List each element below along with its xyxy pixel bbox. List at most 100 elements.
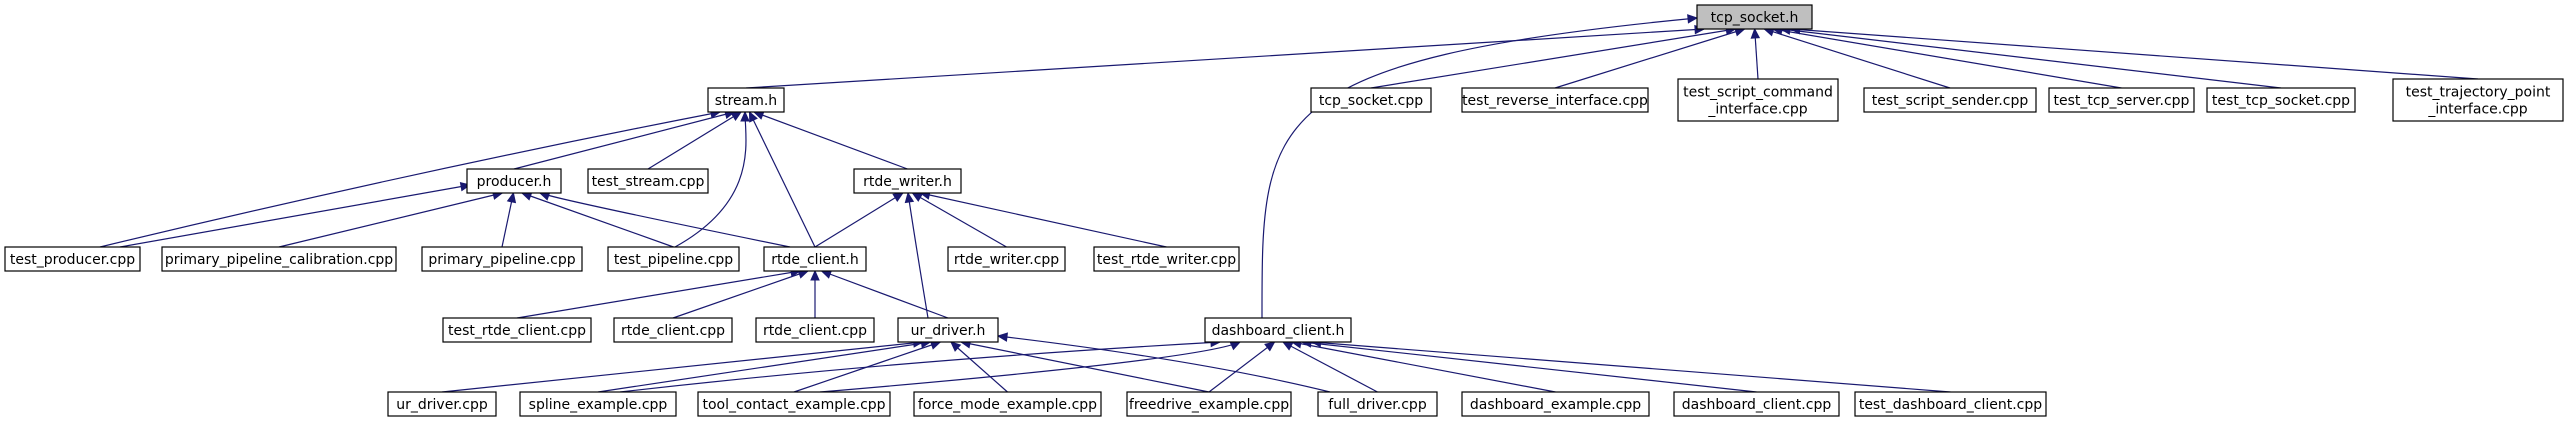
edge-line (907, 192, 929, 319)
edge-test_script_sender_cpp-to-tcp_socket_h (1763, 27, 1951, 89)
node-box (1126, 391, 1292, 417)
node-tcp-socket-h[interactable]: tcp_socket.h (1696, 4, 1813, 30)
node-spline-example-cpp[interactable]: spline_example.cpp (519, 391, 677, 417)
edge-line (1282, 341, 1378, 393)
node-test-rtde-client-cpp[interactable]: test_rtde_client.cpp (442, 317, 592, 343)
node-box (1863, 87, 2037, 113)
node-test-trajectory-point-interface-cpp[interactable]: test_trajectory_point_interface.cpp (2392, 78, 2564, 122)
node-ur-driver-cpp[interactable]: ur_driver.cpp (387, 391, 497, 417)
node-rtde-writer-cpp[interactable]: rtde_writer.cpp (947, 246, 1066, 272)
node-label: full_driver.cpp (1328, 397, 1427, 413)
arrowhead-icon (810, 269, 820, 281)
node-label: test_tcp_socket.cpp (2212, 93, 2350, 109)
node-tool-contact-example-cpp[interactable]: tool_contact_example.cpp (697, 391, 891, 417)
node-box (853, 168, 962, 194)
node-test-rtde-writer-cpp[interactable]: test_rtde_writer.cpp (1093, 246, 1240, 272)
edge-line (814, 192, 904, 248)
edge-primary_pipeline_cpp-to-producer_h (501, 191, 517, 248)
node-test-pipeline-cpp[interactable]: test_pipeline.cpp (607, 246, 740, 272)
node-box (897, 317, 999, 343)
node-label: _interface.cpp (2427, 102, 2527, 118)
edge-force_mode_example_cpp-to-ur_driver_h (950, 341, 1008, 393)
edge-line (912, 192, 1007, 248)
edge-line (1780, 28, 2282, 89)
node-rtde-client-cpp2[interactable]: rtde_client.cpp (755, 317, 875, 343)
nodes-layer: tcp_socket.h stream.h tcp_socket.cpp test_r… (4, 4, 2564, 417)
node-primary-pipeline-calibration-cpp[interactable]: primary_pipeline_calibration.cpp (161, 246, 397, 272)
node-force-mode-example-cpp[interactable]: force_mode_example.cpp (913, 391, 1102, 417)
node-test-script-command-interface-cpp[interactable]: test_script_command_interface.cpp (1677, 78, 1839, 122)
edge-test_pipeline_cpp-to-producer_h (520, 191, 674, 248)
node-test-tcp-socket-cpp[interactable]: test_tcp_socket.cpp (2206, 87, 2356, 113)
node-label: test_script_command (1683, 85, 1833, 101)
edge-line (539, 192, 791, 248)
node-label: test_producer.cpp (10, 252, 135, 268)
node-label: test_pipeline.cpp (614, 252, 733, 268)
node-dashboard-example-cpp[interactable]: dashboard_example.cpp (1461, 391, 1650, 417)
node-box (161, 246, 397, 272)
node-box (1317, 391, 1438, 417)
edge-rtde_client_h-to-rtde_writer_h (814, 192, 904, 248)
edge-rtde_client_cpp-to-rtde_client_h (672, 269, 810, 319)
node-stream-h[interactable]: stream.h (707, 87, 785, 113)
node-rtde-client-cpp[interactable]: rtde_client.cpp (613, 317, 733, 343)
node-test-tcp-server-cpp[interactable]: test_tcp_server.cpp (2048, 87, 2195, 113)
node-test-dashboard-client-cpp[interactable]: test_dashboard_client.cpp (1854, 391, 2047, 417)
edge-test_pipeline_cpp-to-stream_h (674, 110, 750, 248)
edge-line (513, 111, 735, 170)
node-label: test_reverse_interface.cpp (1462, 93, 1648, 109)
node-primary-pipeline-cpp[interactable]: primary_pipeline.cpp (421, 246, 583, 272)
node-test-producer-cpp[interactable]: test_producer.cpp (4, 246, 141, 272)
node-box (1696, 4, 1813, 30)
arrowhead-icon (1281, 341, 1294, 351)
node-box (421, 246, 583, 272)
node-test-stream-cpp[interactable]: test_stream.cpp (587, 168, 709, 194)
edge-line (1554, 28, 1745, 89)
node-label: force_mode_example.cpp (918, 397, 1097, 413)
edge-line (597, 341, 931, 393)
node-box (466, 168, 562, 194)
node-box (1093, 246, 1240, 272)
node-box (1854, 391, 2047, 417)
edge-line (1772, 28, 2122, 89)
node-box (442, 317, 592, 343)
node-box (2206, 87, 2356, 113)
edges-layer (99, 14, 2479, 393)
node-tcp-socket-cpp[interactable]: tcp_socket.cpp (1310, 87, 1432, 113)
node-label: freedrive_example.cpp (1129, 397, 1289, 413)
node-freedrive-example-cpp[interactable]: freedrive_example.cpp (1126, 391, 1292, 417)
node-label: dashboard_example.cpp (1470, 397, 1641, 413)
node-label: test_tcp_server.cpp (2054, 93, 2190, 109)
edge-line (619, 341, 1221, 393)
node-ur-driver-h[interactable]: ur_driver.h (897, 317, 999, 343)
edge-test_reverse_interface_cpp-to-tcp_socket_h (1554, 27, 1746, 89)
edge-line (521, 192, 674, 248)
arrowhead-icon (1687, 14, 1699, 24)
arrowhead-icon (996, 332, 1008, 342)
node-label: test_script_sender.cpp (1872, 93, 2029, 109)
edge-full_driver_cpp-to-ur_driver_h (996, 332, 1331, 393)
node-producer-h[interactable]: producer.h (466, 168, 562, 194)
node-label: test_dashboard_client.cpp (1859, 397, 2042, 413)
node-rtde-client-h[interactable]: rtde_client.h (763, 246, 867, 272)
node-label: tcp_socket.cpp (1319, 93, 1423, 109)
node-test-script-sender-cpp[interactable]: test_script_sender.cpp (1863, 87, 2037, 113)
edge-line (1764, 28, 1951, 89)
edge-line (1311, 341, 1951, 393)
arrowhead-icon (748, 110, 758, 123)
node-label: rtde_client.cpp (621, 323, 725, 339)
node-rtde-writer-h[interactable]: rtde_writer.h (853, 168, 962, 194)
arrowhead-icon (506, 191, 517, 204)
node-test-reverse-interface-cpp[interactable]: test_reverse_interface.cpp (1461, 87, 1649, 113)
node-box (607, 246, 740, 272)
node-box (947, 246, 1066, 272)
edge-line (441, 341, 923, 393)
node-full-driver-cpp[interactable]: full_driver.cpp (1317, 391, 1438, 417)
arrowhead-icon (1229, 341, 1242, 351)
edge-rtde_writer_h-to-stream_h (752, 110, 908, 170)
edge-rtde_client_h-to-stream_h (748, 110, 816, 248)
node-label: rtde_client.h (771, 252, 859, 268)
node-box (519, 391, 677, 417)
node-dashboard-client-h[interactable]: dashboard_client.h (1204, 317, 1352, 343)
node-dashboard-client-cpp[interactable]: dashboard_client.cpp (1673, 391, 1840, 417)
